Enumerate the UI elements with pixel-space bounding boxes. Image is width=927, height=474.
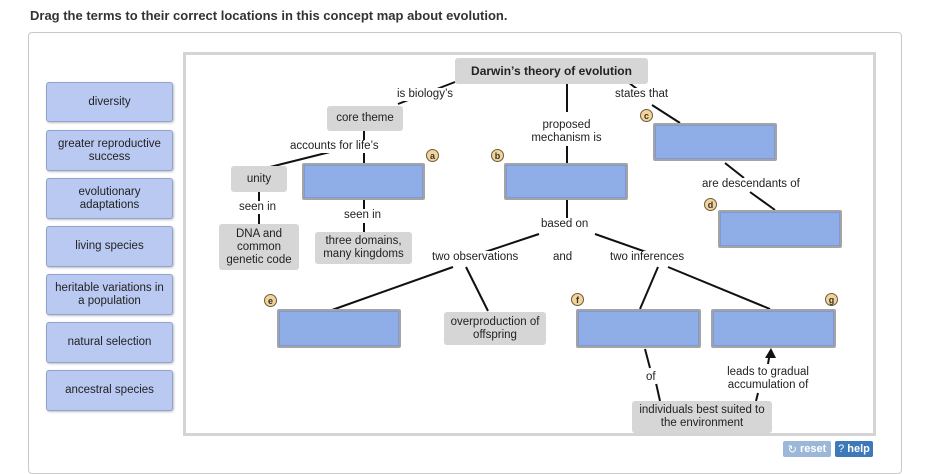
- badge-f: f: [571, 293, 584, 306]
- refresh-icon: ↻: [787, 443, 797, 456]
- link-label-are-descendants: are descendants of: [701, 178, 801, 191]
- drop-target-a[interactable]: [302, 163, 425, 200]
- node-dna-common-genetic-code: DNA and common genetic code: [219, 224, 299, 270]
- link-label-accounts-for: accounts for life’s: [289, 140, 380, 153]
- reset-button[interactable]: ↻ reset: [783, 441, 831, 457]
- link-label-leads-to: leads to gradual accumulation of: [718, 366, 818, 392]
- connector-line: [667, 266, 771, 310]
- drop-target-e[interactable]: [277, 309, 401, 348]
- connector-line: [465, 266, 489, 312]
- drop-target-b[interactable]: [504, 163, 628, 200]
- drop-target-d[interactable]: [718, 210, 842, 248]
- help-button[interactable]: ? help: [835, 441, 873, 457]
- connector-line: [655, 382, 661, 402]
- term-living-species[interactable]: living species: [46, 226, 173, 267]
- badge-d: d: [704, 198, 717, 211]
- badge-g: g: [825, 293, 838, 306]
- link-label-is-biologys: is biology’s: [396, 88, 455, 101]
- connector-line: [331, 266, 454, 311]
- link-label-seen-in-1: seen in: [238, 201, 278, 214]
- node-darwins-theory: Darwin’s theory of evolution: [455, 58, 648, 84]
- node-core-theme: core theme: [327, 106, 403, 131]
- term-heritable-variations[interactable]: heritable variations in a population: [46, 274, 173, 315]
- badge-a: a: [426, 149, 439, 162]
- drop-target-c[interactable]: [653, 123, 777, 161]
- link-label-two-observations: two observations: [431, 251, 520, 264]
- node-individuals-best-suited: individuals best suited to the environme…: [632, 401, 772, 433]
- badge-c: c: [640, 109, 653, 122]
- connector-lines: [258, 81, 776, 402]
- term-natural-selection[interactable]: natural selection: [46, 322, 173, 363]
- node-unity: unity: [231, 166, 287, 192]
- drop-target-g[interactable]: [711, 309, 836, 348]
- connector-line: [644, 348, 651, 369]
- drop-target-f[interactable]: [576, 309, 701, 348]
- connector-line: [651, 104, 681, 124]
- node-three-domains: three domains, many kingdoms: [315, 232, 412, 264]
- node-overproduction-of-offspring: overproduction of offspring: [444, 312, 546, 345]
- connector-line: [749, 191, 776, 211]
- question-icon: ?: [838, 443, 845, 455]
- connector-line: [594, 233, 647, 253]
- term-greater-reproductive-success[interactable]: greater reproductive success: [46, 130, 173, 171]
- badge-e: e: [264, 294, 277, 307]
- connector-line: [639, 266, 659, 310]
- link-label-of: of: [645, 371, 657, 384]
- connector-line: [484, 233, 540, 253]
- connector-line: [269, 151, 331, 168]
- arrowhead-icon: [765, 348, 776, 358]
- help-button-label: help: [847, 443, 870, 455]
- term-evolutionary-adaptations[interactable]: evolutionary adaptations: [46, 178, 173, 219]
- badge-b: b: [491, 149, 504, 162]
- link-label-seen-in-2: seen in: [343, 209, 383, 222]
- link-label-states-that: states that: [614, 88, 670, 101]
- connector-line: [755, 392, 759, 402]
- reset-button-label: reset: [799, 443, 827, 455]
- term-ancestral-species[interactable]: ancestral species: [46, 370, 173, 411]
- instruction-text: Drag the terms to their correct location…: [30, 8, 508, 23]
- link-label-proposed-mechanism: proposed mechanism is: [523, 119, 610, 145]
- link-label-and: and: [552, 251, 574, 264]
- link-label-two-inferences: two inferences: [609, 251, 686, 264]
- term-diversity[interactable]: diversity: [46, 82, 173, 122]
- connector-line: [724, 162, 745, 179]
- link-label-based-on: based on: [540, 218, 590, 231]
